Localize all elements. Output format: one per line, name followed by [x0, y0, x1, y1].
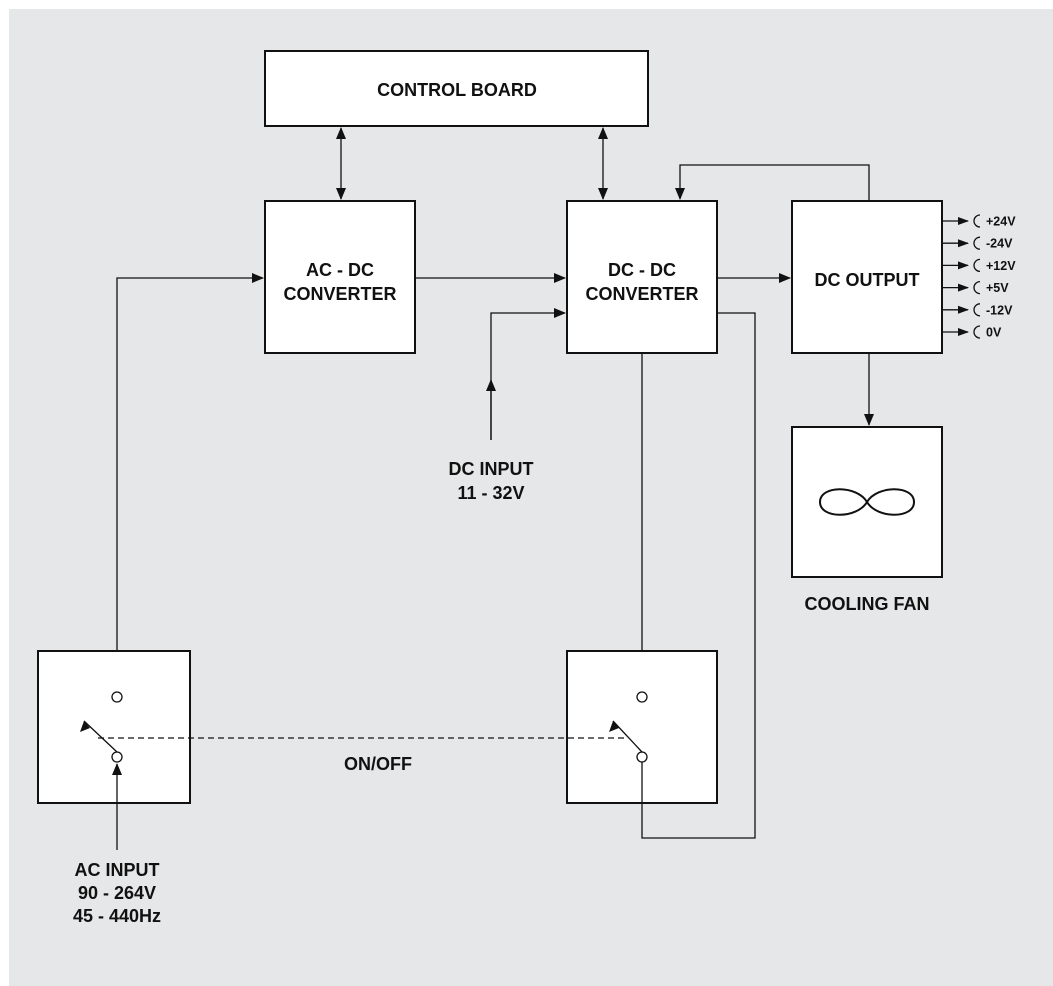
output-socket [973, 214, 981, 228]
output-arrowhead [958, 261, 969, 270]
output-voltage-label: -24V [986, 237, 1013, 251]
cooling-fan-label: COOLING FAN [805, 594, 930, 614]
ac-input-label-line1: AC INPUT [75, 860, 160, 880]
feedback-wire [675, 164, 870, 201]
output-arrowhead [958, 283, 969, 292]
dc-power-switch[interactable] [566, 650, 718, 804]
ac-switch-to-ac-dc-wire [116, 273, 264, 692]
dc-dc-label-line1: DC - DC [608, 260, 676, 280]
output-arrowhead [958, 217, 969, 225]
dc-switch-terminal-bottom [636, 751, 648, 763]
dc-output-connectors: +24V -24V +12V +5V -12V 0V [942, 214, 1016, 340]
diagram-panel: CONTROL BOARD AC - DC CONVERTER DC - DC … [9, 9, 1053, 986]
ac-dc-label-line1: AC - DC [306, 260, 374, 280]
output-connector: -12V [942, 303, 1013, 317]
control-board-label: CONTROL BOARD [377, 80, 537, 100]
ac-switch-lever [83, 720, 118, 753]
dc-dc-converter-block: DC - DC CONVERTER [566, 200, 718, 354]
ac-input-label-line3: 45 - 440Hz [73, 906, 161, 926]
output-connector: -24V [942, 236, 1013, 251]
on-off-label: ON/OFF [344, 754, 412, 774]
dc-output-block: DC OUTPUT [791, 200, 943, 354]
output-voltage-label: +24V [986, 215, 1016, 229]
dc-switch-return-wire [641, 312, 756, 839]
dc-input-label-line1: DC INPUT [449, 459, 534, 479]
output-connector: 0V [942, 325, 1002, 340]
control-board-block: CONTROL BOARD [264, 50, 649, 127]
dc-input-label-line2: 11 - 32V [457, 483, 524, 503]
output-socket [973, 280, 981, 295]
ac-switch-terminal-bottom [111, 751, 123, 763]
dc-switch-lever [612, 720, 643, 753]
power-supply-block-diagram: CONTROL BOARD AC - DC CONVERTER DC - DC … [9, 9, 1053, 986]
infinity-fan-icon [818, 488, 916, 516]
output-voltage-label: 0V [986, 326, 1002, 340]
ac-dc-label-line2: CONVERTER [283, 284, 396, 304]
ac-switch-terminal-top [111, 691, 123, 703]
output-socket [973, 236, 981, 250]
output-socket [973, 258, 981, 273]
ac-input-label-line2: 90 - 264V [78, 883, 156, 903]
ac-dc-converter-block: AC - DC CONVERTER [264, 200, 416, 354]
output-socket [973, 325, 981, 339]
dc-switch-lever-tip [609, 721, 619, 732]
output-connector: +24V [942, 214, 1016, 229]
output-socket [973, 303, 981, 317]
output-connector: +5V [942, 280, 1009, 295]
ac-switch-lever-tip [80, 721, 90, 732]
output-voltage-label: +12V [986, 259, 1016, 273]
output-arrowhead [958, 239, 969, 248]
dc-output-label: DC OUTPUT [815, 270, 920, 290]
output-arrowhead [958, 305, 969, 314]
cooling-fan-block: COOLING FAN [791, 426, 943, 614]
output-voltage-label: -12V [986, 303, 1013, 317]
output-arrowhead [958, 328, 969, 336]
output-voltage-label: +5V [986, 281, 1009, 295]
dc-switch-terminal-top [636, 691, 648, 703]
ac-power-switch[interactable] [37, 650, 191, 804]
dc-dc-label-line2: CONVERTER [585, 284, 698, 304]
output-connector: +12V [942, 258, 1016, 273]
